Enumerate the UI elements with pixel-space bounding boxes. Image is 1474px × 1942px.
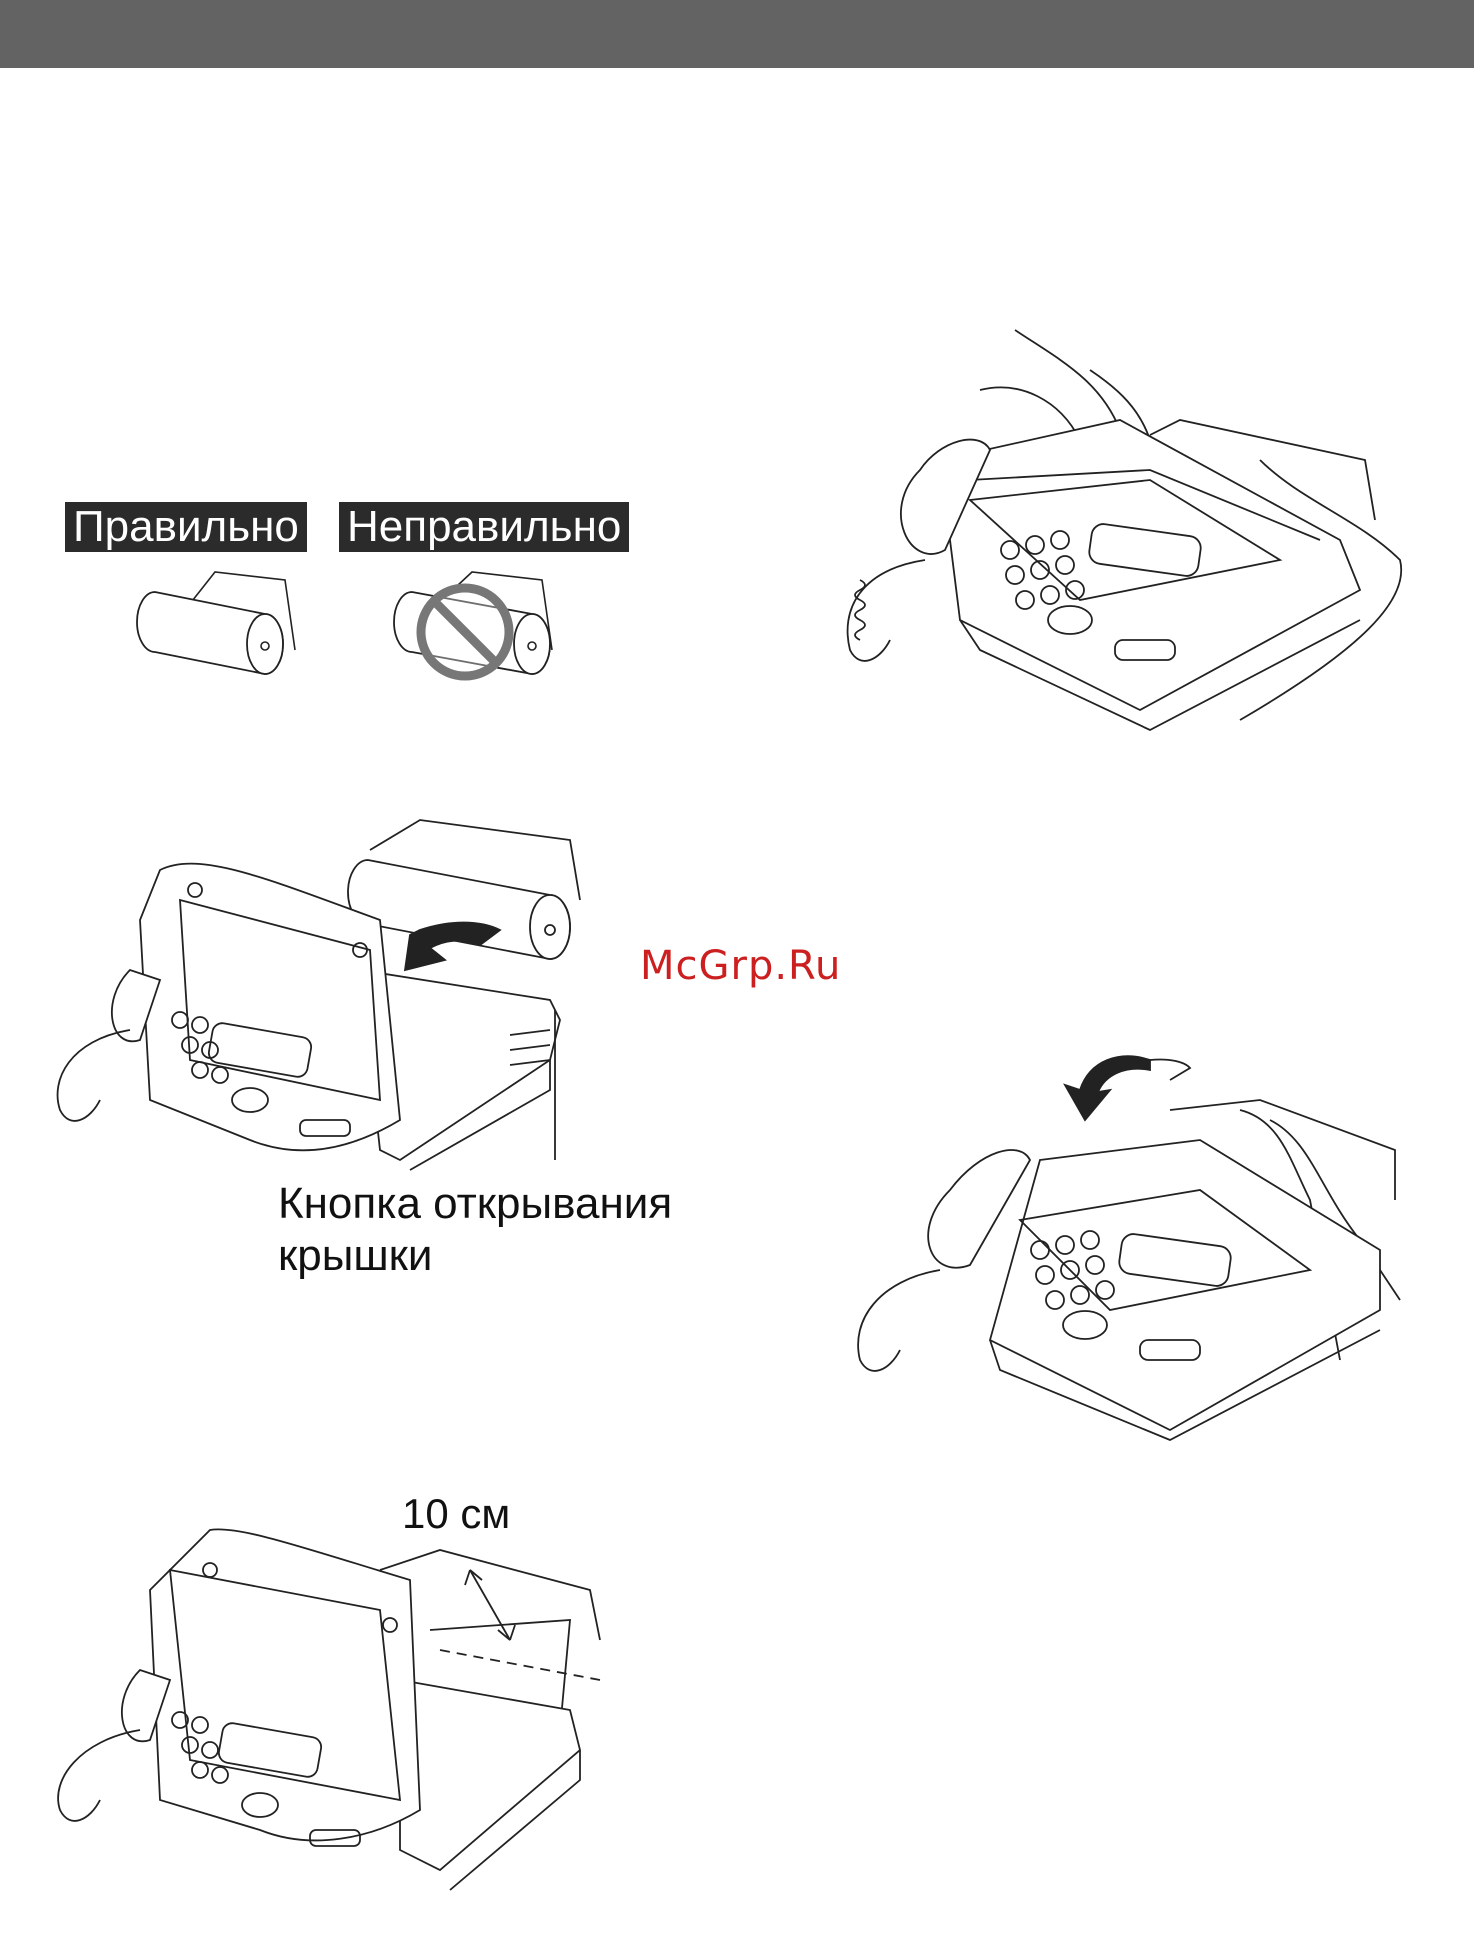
fax-illustration-hands-top xyxy=(820,320,1420,730)
fax-illustration-paper-10cm xyxy=(40,1530,620,1930)
header-bar xyxy=(0,0,1474,68)
fax-illustration-hand-paper xyxy=(840,1040,1400,1440)
fax-illustration-open-roll xyxy=(50,820,570,1190)
prohibited-icon xyxy=(421,588,509,676)
watermark: McGrp.Ru xyxy=(640,943,841,989)
cover-button-caption-2: крышки xyxy=(278,1230,432,1282)
correct-label: Правильно xyxy=(65,502,307,552)
arrow-icon xyxy=(1065,1056,1150,1120)
paper-roll-incorrect xyxy=(392,570,562,695)
cover-button-caption-1: Кнопка открывания xyxy=(278,1178,672,1230)
paper-roll-correct xyxy=(125,570,295,690)
incorrect-label: Неправильно xyxy=(339,502,629,552)
